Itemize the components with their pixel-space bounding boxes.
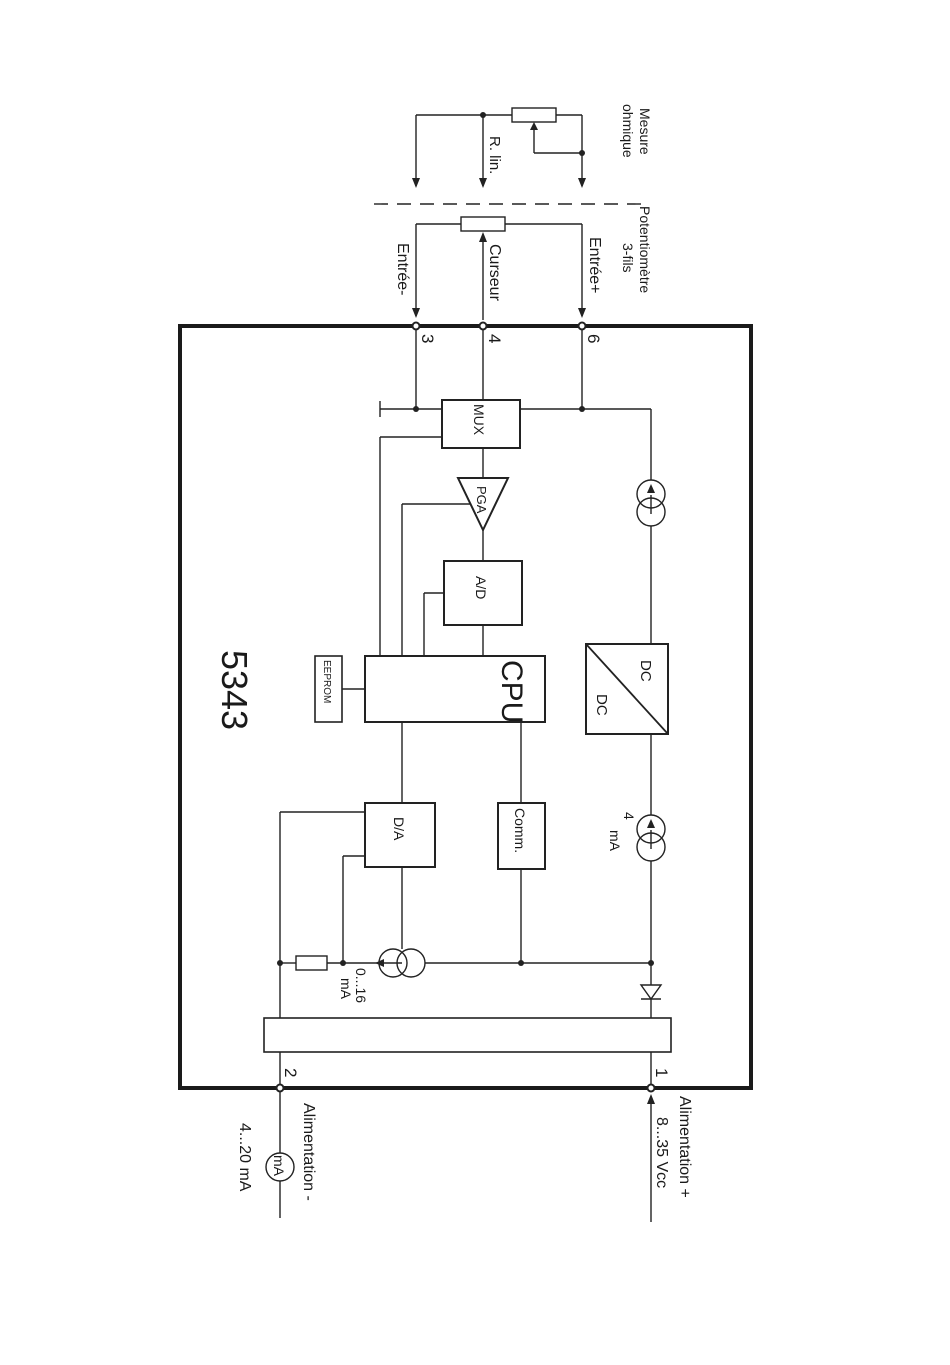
source-4ma-label-2: mA <box>607 830 623 852</box>
potentiometer-resistor <box>461 217 505 231</box>
mesure-ohmique-label-1: Mesure <box>637 108 653 155</box>
dcdc-in-label: DC <box>637 660 654 682</box>
curseur-label: Curseur <box>486 244 503 302</box>
terminal-6-label: 6 <box>584 334 603 343</box>
dcdc-out-label: DC <box>593 694 610 716</box>
diode <box>641 985 661 999</box>
entree-plus-label: Entrée+ <box>586 237 603 293</box>
alim-plus-range: 8...35 Vcc <box>653 1117 670 1188</box>
terminal-3-label: 3 <box>418 334 437 343</box>
terminal-6 <box>579 323 586 330</box>
protection-block <box>264 1018 671 1052</box>
module-title: 5343 <box>214 650 255 730</box>
comm-label: Comm. <box>512 808 528 853</box>
ohmic-resistor <box>512 108 556 122</box>
ad-label: A/D <box>473 576 489 599</box>
pga-label: PGA <box>474 486 489 514</box>
source-016-label-1: 0...16 <box>353 968 369 1003</box>
terminal-2 <box>277 1085 284 1092</box>
sense-resistor <box>296 956 327 970</box>
da-label: D/A <box>391 817 407 841</box>
alim-minus-label: Alimentation - <box>300 1103 317 1201</box>
terminal-1-label: 1 <box>652 1068 671 1077</box>
entree-minus-label: Entrée- <box>394 243 411 295</box>
mux-label: MUX <box>471 404 487 436</box>
terminal-1 <box>648 1085 655 1092</box>
terminal-4-label: 4 <box>485 334 504 343</box>
cpu-label: CPU <box>495 660 528 723</box>
mesure-ohmique-label-2: ohmique <box>620 104 636 158</box>
source-016-label-2: mA <box>338 978 354 1000</box>
terminal-3 <box>413 323 420 330</box>
eeprom-label: EEPROM <box>321 660 332 703</box>
ma-meter-label: mA <box>271 1155 287 1177</box>
potentiometre-label-2: 3-fils <box>620 243 636 273</box>
alim-plus-label: Alimentation + <box>676 1096 693 1198</box>
terminal-2-label: 2 <box>281 1068 300 1077</box>
potentiometre-label-1: Potentiomètre <box>637 206 653 293</box>
terminal-4 <box>480 323 487 330</box>
rlin-label: R. lin. <box>486 136 503 174</box>
alim-minus-range: 4...20 mA <box>236 1123 253 1192</box>
source-4ma-label-1: 4 <box>621 812 637 820</box>
